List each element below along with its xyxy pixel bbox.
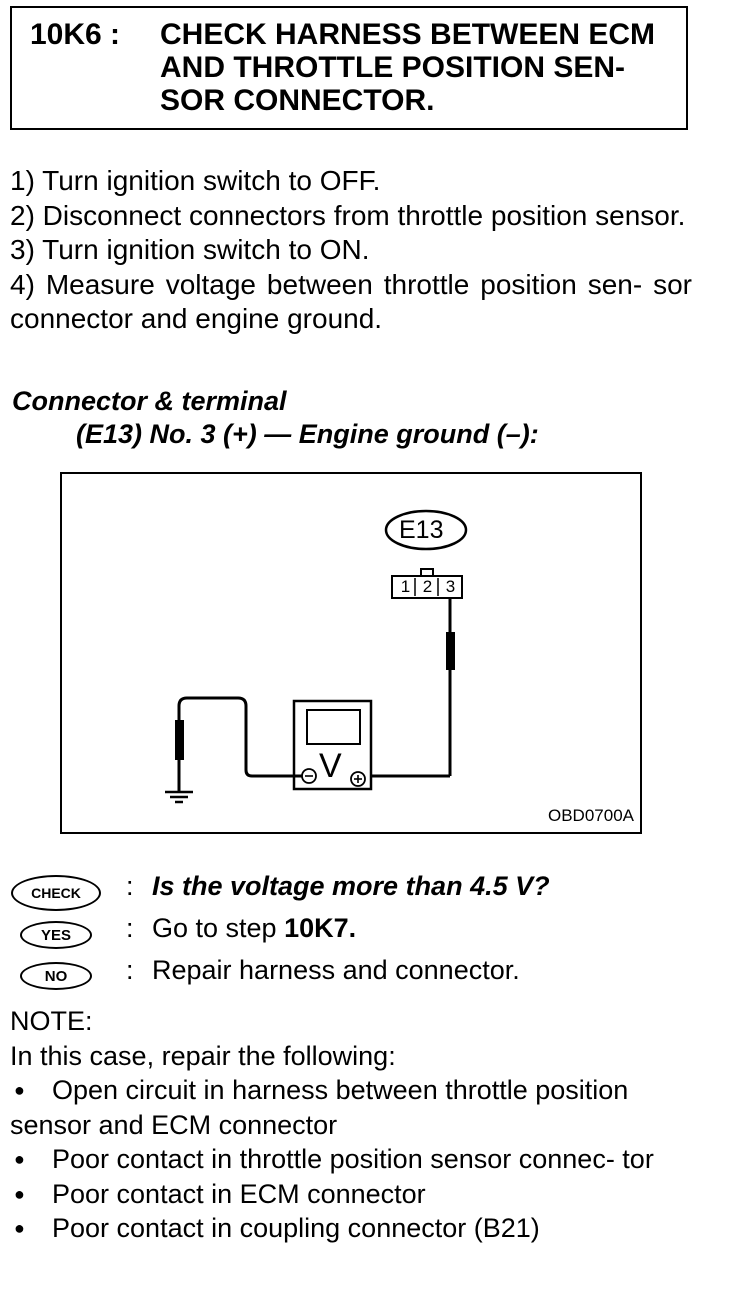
figure-code: OBD0700A [548, 806, 634, 825]
step-item: 2) Disconnect connectors from throttle p… [10, 199, 686, 231]
wiring-diagram: E13 1 2 3 V OBD0700A [60, 472, 642, 834]
negative-wire [177, 696, 302, 778]
pin-1: 1 [400, 577, 411, 596]
voltmeter-symbol: V [319, 747, 342, 785]
connector-label: E13 [399, 516, 444, 544]
connector-terminal-spec: (E13) No. 3 (+) — Engine ground (–): [76, 419, 539, 449]
step-code: 10K6 : [30, 18, 121, 51]
step-item: 4) Measure voltage between throttle posi… [10, 268, 692, 335]
check-question: Is the voltage more than 4.5 V? [152, 871, 550, 901]
note-intro: In this case, repair the following: [10, 1040, 396, 1071]
diagram-drawing [165, 509, 468, 804]
note-bullet: Poor contact in ECM connector [10, 1177, 700, 1212]
note-bullet: Open circuit in harness between throttle… [10, 1073, 700, 1142]
connector-label-ellipse [384, 509, 468, 551]
note-section: NOTE: In this case, repair the following… [10, 1004, 700, 1246]
positive-probe [446, 632, 455, 670]
connector-terminal-heading: Connector & terminal [12, 386, 287, 416]
note-title: NOTE: [10, 1006, 93, 1036]
check-badge: CHECK [11, 875, 101, 911]
voltmeter-display [306, 709, 361, 745]
step-title: CHECK HARNESS BETWEEN ECM AND THROTTLE P… [160, 18, 656, 117]
pin-2: 2 [422, 577, 433, 596]
step-item: 3) Turn ignition switch to ON. [10, 234, 370, 265]
connector-latch [420, 568, 434, 577]
yes-text: Go to step [152, 913, 277, 943]
step-item: 1) Turn ignition switch to OFF. [10, 165, 381, 196]
check-colon: : [126, 871, 134, 901]
procedure-steps: 1) Turn ignition switch to OFF. 2) Disco… [10, 164, 692, 337]
no-colon: : [126, 955, 134, 985]
negative-probe [175, 720, 184, 760]
no-badge: NO [20, 962, 92, 990]
yes-step-ref: 10K7. [284, 913, 357, 943]
yes-badge: YES [20, 921, 92, 949]
step-header-box: 10K6 : CHECK HARNESS BETWEEN ECM AND THR… [10, 6, 688, 130]
note-bullet: Poor contact in coupling connector (B21) [10, 1211, 700, 1246]
note-bullet: Poor contact in throttle position sensor… [10, 1142, 700, 1177]
yes-colon: : [126, 913, 134, 943]
yes-answer: Go to step 10K7. [152, 913, 356, 944]
no-answer: Repair harness and connector. [152, 955, 520, 985]
pin-3: 3 [445, 577, 456, 596]
